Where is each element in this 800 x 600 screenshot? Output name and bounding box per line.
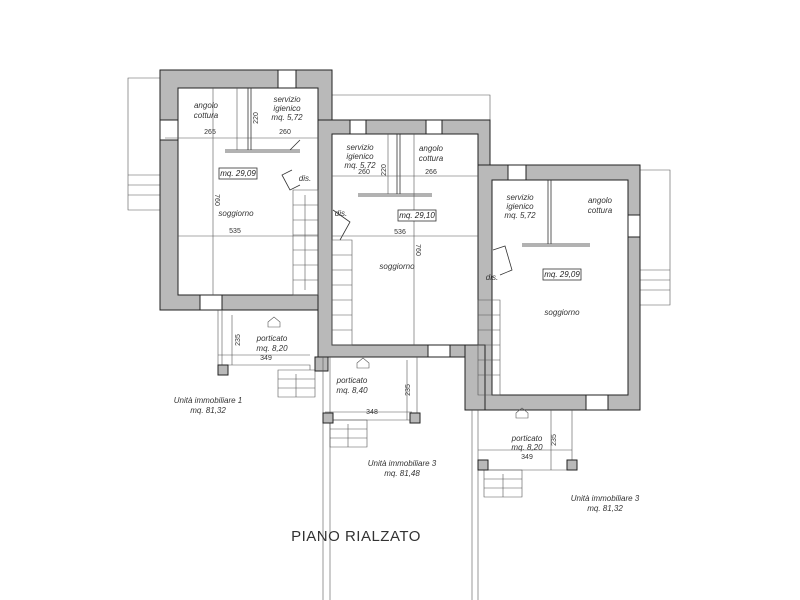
unit-area: mq. 81,48 [384, 469, 420, 478]
dimension: 349 [521, 454, 533, 461]
bath-label: igienico [346, 152, 374, 161]
bath-label: servizio [506, 193, 534, 202]
kitchen-label: angolo [194, 101, 219, 110]
kitchen-label: angolo [419, 144, 444, 153]
bath-label: servizio [273, 95, 301, 104]
kitchen-label: cottura [588, 206, 613, 215]
unit-area: mq. 81,32 [587, 504, 623, 513]
kitchen-label: cottura [419, 154, 444, 163]
dimension: 760 [414, 244, 421, 256]
living-area: mq. 29,10 [399, 211, 435, 220]
living-area: mq. 29,09 [220, 169, 256, 178]
bath-label: igienico [506, 202, 534, 211]
unit-name: Unità immobiliare 1 [174, 396, 242, 405]
porch-label: porticato [336, 376, 368, 385]
unit-1: angolo cottura servizio igienico mq. 5,7… [174, 95, 311, 415]
partitions [225, 88, 590, 276]
kitchen-label: angolo [588, 196, 613, 205]
plan-title: PIANO RIALZATO [291, 528, 421, 545]
dimension: 265 [204, 129, 216, 136]
unit-name: Unità immobiliare 3 [571, 494, 640, 503]
stairs [277, 189, 523, 498]
unit-3: servizio igienico mq. 5,72 angolo cottur… [486, 193, 640, 513]
dimension: 760 [213, 194, 220, 206]
dimension: 535 [229, 228, 241, 235]
bath-area: mq. 5,72 [344, 161, 376, 170]
walls [159, 69, 641, 411]
porch-area: mq. 8,20 [256, 344, 288, 353]
terraces [127, 77, 671, 306]
unit-2: servizio igienico mq. 5,72 angolo cottur… [335, 143, 444, 478]
bath-label: servizio [346, 143, 374, 152]
dimension: 349 [260, 355, 272, 362]
dimension: 260 [358, 169, 370, 176]
dimension: 235 [551, 434, 558, 446]
dimension-lines [165, 88, 572, 470]
bath-area: mq. 5,72 [271, 113, 303, 122]
living-label: soggiorno [544, 308, 580, 317]
dimension: 348 [366, 409, 378, 416]
unit-name: Unità immobiliare 3 [368, 459, 437, 468]
dimension: 235 [235, 334, 242, 346]
living-label: soggiorno [379, 262, 415, 271]
dimension: 266 [425, 169, 437, 176]
bath-area: mq. 5,72 [504, 211, 536, 220]
unit-area: mq. 81,32 [190, 406, 226, 415]
dimension: 536 [394, 229, 406, 236]
hall-label: dis. [299, 174, 311, 183]
dimension: 220 [253, 112, 260, 124]
kitchen-label: cottura [194, 111, 219, 120]
porches [217, 310, 578, 600]
dimension: 235 [405, 384, 412, 396]
dimension: 220 [381, 164, 388, 176]
dimension: 260 [279, 129, 291, 136]
living-area: mq. 29,09 [544, 270, 580, 279]
hall-label: dis. [335, 209, 347, 218]
porch-label: porticato [256, 334, 288, 343]
bath-label: igienico [273, 104, 301, 113]
hall-label: dis. [486, 273, 498, 282]
porch-area: mq. 8,20 [511, 443, 543, 452]
porch-area: mq. 8,40 [336, 386, 368, 395]
living-label: soggiorno [218, 209, 254, 218]
porch-label: porticato [511, 434, 543, 443]
